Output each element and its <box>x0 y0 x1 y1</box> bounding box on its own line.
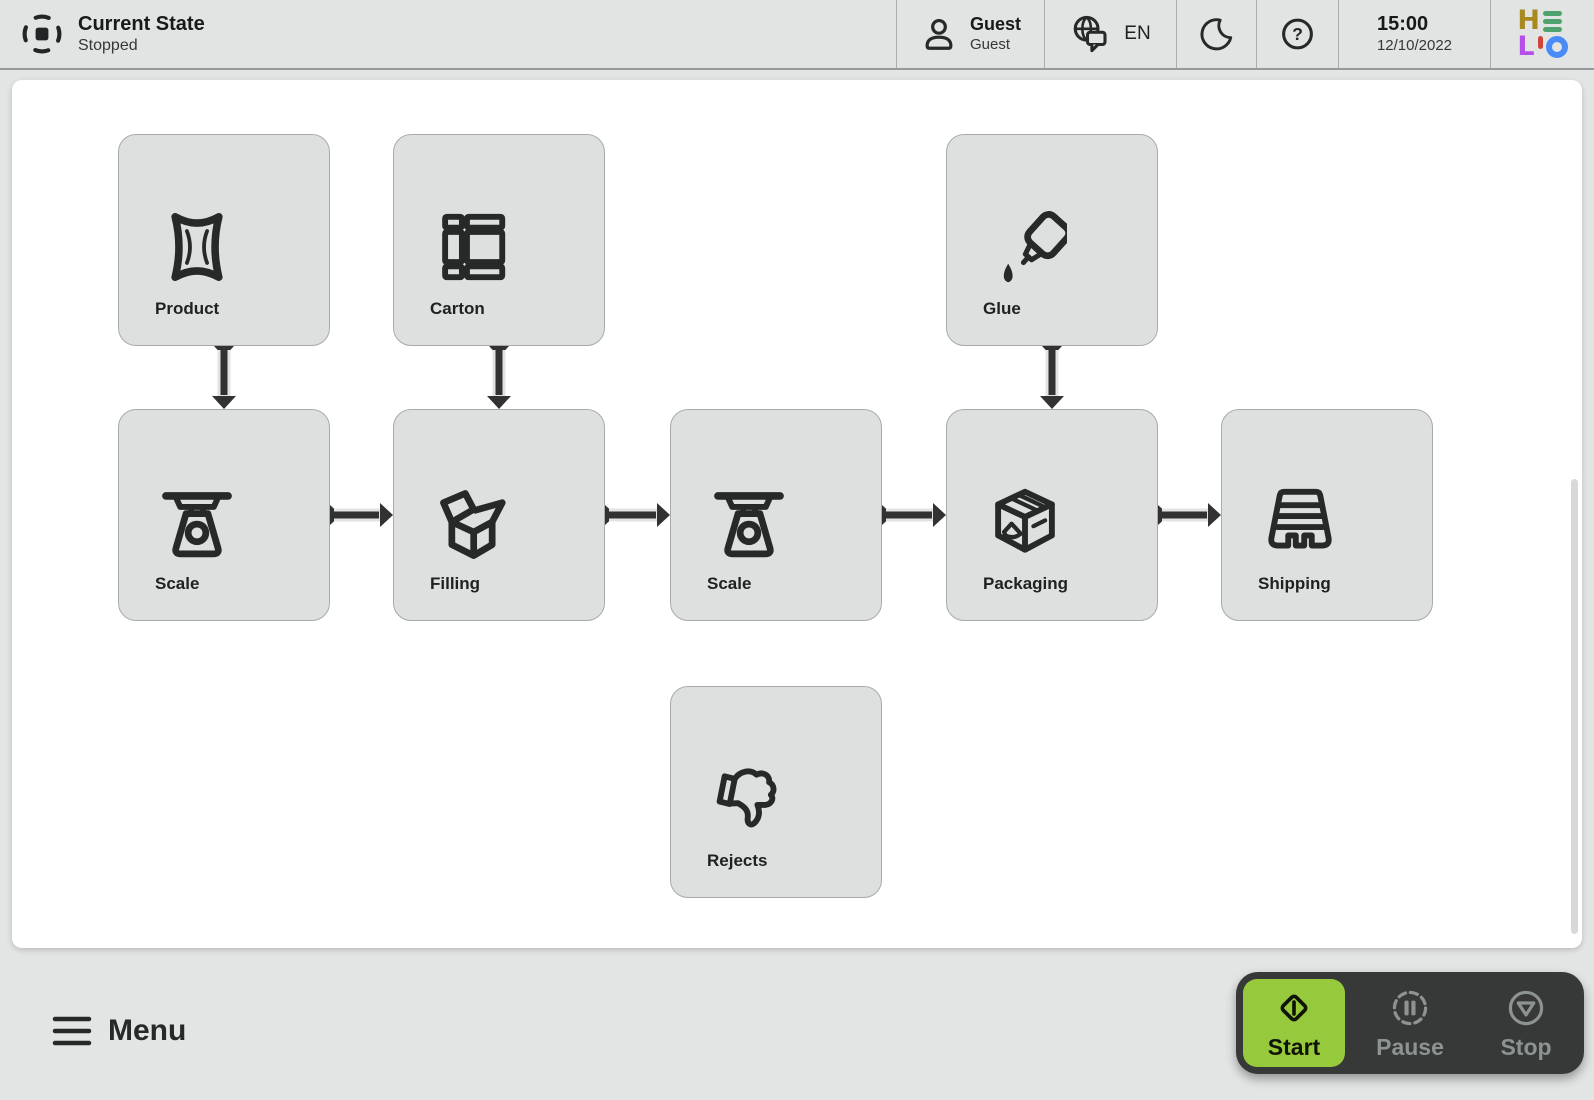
stop-button[interactable]: Stop <box>1468 972 1584 1074</box>
node-label: Rejects <box>707 851 768 870</box>
node-rejects[interactable]: Rejects <box>670 686 882 898</box>
pallet-icon <box>1268 488 1332 549</box>
user-role: Guest <box>969 35 1011 53</box>
start-label: Start <box>1267 1033 1321 1060</box>
brand-logo: H L <box>1490 0 1594 68</box>
svg-text:?: ? <box>1292 24 1303 44</box>
machine-state: Current State Stopped <box>0 0 896 68</box>
language-code: EN <box>1124 23 1151 44</box>
menu-button[interactable]: Menu <box>52 1014 186 1048</box>
globe-language-icon <box>1074 15 1107 53</box>
hello-logo: H L <box>1517 5 1568 62</box>
logo-letter-o <box>1545 36 1568 58</box>
dark-mode-button[interactable] <box>1176 0 1256 68</box>
pause-label: Pause <box>1376 1033 1444 1060</box>
bag-icon <box>171 212 223 282</box>
thumbs-down-icon <box>716 768 777 828</box>
node-scale-1[interactable]: Scale <box>118 409 330 621</box>
user-button[interactable]: Guest Guest <box>896 0 1044 68</box>
flow-connectors <box>212 346 1221 527</box>
closed-box-icon <box>995 488 1055 553</box>
canvas-scrollbar[interactable] <box>1571 479 1578 934</box>
help-button[interactable]: ? <box>1256 0 1338 68</box>
clock: 15:00 12/10/2022 <box>1338 0 1490 68</box>
node-label: Glue <box>983 299 1021 318</box>
top-bar: Current State Stopped Guest Guest EN <box>0 0 1594 70</box>
state-value: Stopped <box>78 37 138 55</box>
weighing-scale-icon <box>714 492 784 558</box>
node-label: Carton <box>430 299 485 318</box>
node-filling[interactable]: Filling <box>393 409 605 621</box>
stop-circle-icon <box>1508 990 1544 1025</box>
pause-button[interactable]: Pause <box>1352 972 1468 1074</box>
node-shipping[interactable]: Shipping <box>1221 409 1433 621</box>
node-packaging[interactable]: Packaging <box>946 409 1158 621</box>
node-carton[interactable]: Carton <box>393 134 605 346</box>
start-button[interactable]: Start <box>1243 979 1345 1067</box>
user-name: Guest <box>969 14 1021 35</box>
node-label: Product <box>155 299 220 318</box>
stop-label: Stop <box>1500 1033 1552 1060</box>
node-glue[interactable]: Glue <box>946 134 1158 346</box>
question-icon: ? <box>1282 18 1313 50</box>
bottom-bar: Menu Start Pause Stop <box>0 948 1594 1100</box>
logo-letter-e-bars <box>1543 10 1562 32</box>
state-title: Current State <box>78 13 205 36</box>
node-label: Scale <box>155 574 200 593</box>
user-icon <box>925 18 953 50</box>
logo-letter-apostrophe <box>1537 36 1543 49</box>
glue-bottle-icon <box>1003 211 1067 283</box>
logo-letter-l: L <box>1517 31 1535 62</box>
date: 12/10/2022 <box>1376 37 1453 55</box>
logo-letter-h: H <box>1517 5 1540 36</box>
moon-icon <box>1200 18 1233 51</box>
language-button[interactable]: EN <box>1044 0 1176 68</box>
stopped-state-icon <box>22 14 62 54</box>
node-label: Shipping <box>1258 574 1331 593</box>
open-box-icon <box>440 490 506 559</box>
carton-blank-icon <box>442 213 506 281</box>
machine-controls: Start Pause Stop <box>1236 972 1584 1074</box>
pause-circle-icon <box>1392 990 1428 1025</box>
weighing-scale-icon <box>162 492 232 558</box>
start-diamond-icon <box>1280 994 1308 1021</box>
process-flow-canvas: Product Carton Glue <box>12 80 1582 948</box>
time: 15:00 <box>1376 13 1429 36</box>
node-label: Scale <box>707 574 752 593</box>
hamburger-icon <box>52 1016 92 1046</box>
node-product[interactable]: Product <box>118 134 330 346</box>
node-scale-2[interactable]: Scale <box>670 409 882 621</box>
node-label: Packaging <box>983 574 1069 593</box>
node-label: Filling <box>430 574 481 593</box>
menu-label: Menu <box>108 1014 187 1047</box>
